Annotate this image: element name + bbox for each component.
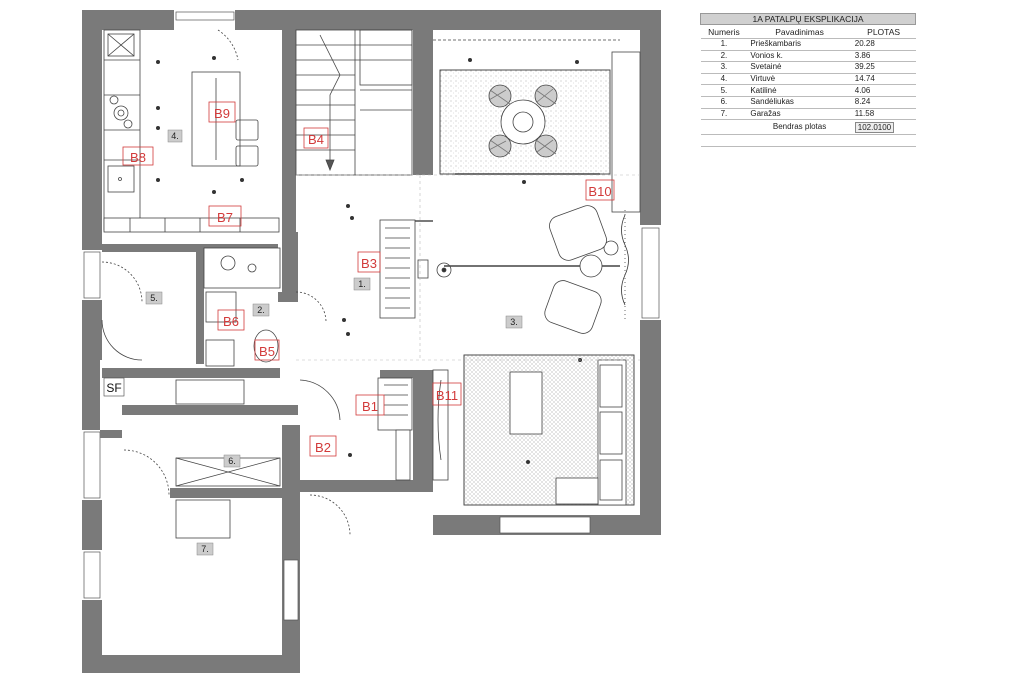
exterior-walls <box>82 10 661 673</box>
row-area: 20.28 <box>851 38 916 51</box>
marker-b2: B2 <box>315 440 331 455</box>
row-name: Prieškambaris <box>747 38 852 51</box>
table-row: 1. Prieškambaris 20.28 <box>700 38 916 51</box>
row-number: 3. <box>700 61 748 74</box>
row-area: 11.58 <box>851 108 916 121</box>
bedroom-area <box>432 354 635 506</box>
row-area: 39.25 <box>851 61 916 74</box>
marker-b8: B8 <box>130 150 146 165</box>
marker-b6: B6 <box>223 314 239 329</box>
room-explication-table: 1A PATALPŲ EKSPLIKACIJA Numeris Pavadini… <box>700 13 916 147</box>
light-fixtures <box>156 56 582 464</box>
table-row: 5. Katilinė 4.06 <box>700 84 916 97</box>
row-number: 7. <box>700 108 748 121</box>
room-number-4: 4. <box>171 131 179 141</box>
service-rooms <box>101 261 413 539</box>
marker-b5: B5 <box>259 344 275 359</box>
windows <box>83 11 660 621</box>
marker-b11: B11 <box>436 388 458 403</box>
kitchen <box>103 29 280 233</box>
table-total-row: Bendras plotas 102.0100 <box>700 119 916 136</box>
row-number: 5. <box>700 84 748 97</box>
header-area: PLOTAS <box>851 24 916 39</box>
marker-b3: B3 <box>361 256 377 271</box>
table-title: 1A PATALPŲ EKSPLIKACIJA <box>700 13 916 25</box>
interior-walls <box>100 10 433 498</box>
row-name: Virtuvė <box>747 73 852 86</box>
row-name: Svetainė <box>747 61 852 74</box>
table-row: 3. Svetainė 39.25 <box>700 61 916 74</box>
table-row: 2. Vonios k. 3.86 <box>700 50 916 63</box>
header-number: Numeris <box>700 24 748 39</box>
living-area <box>379 205 629 334</box>
row-name: Vonios k. <box>747 50 852 63</box>
row-number: 2. <box>700 50 748 63</box>
room-number-7: 7. <box>201 544 209 554</box>
row-area: 3.86 <box>851 50 916 63</box>
row-number: 4. <box>700 73 748 86</box>
marker-b7: B7 <box>217 210 233 225</box>
room-number-1: 1. <box>358 279 366 289</box>
row-number: 1. <box>700 38 748 51</box>
table-row: 7. Garažas 11.58 <box>700 108 916 121</box>
row-name: Katilinė <box>747 84 852 97</box>
staircase <box>295 29 413 176</box>
marker-b1: B1 <box>362 399 378 414</box>
sf-label: SF <box>106 381 121 395</box>
floor-plan: B9 B8 B7 B4 B3 B6 B5 B1 B2 B10 B11 4. 1.… <box>82 10 661 673</box>
marker-boxes <box>122 101 615 457</box>
table-row: 6. Sandėliukas 8.24 <box>700 96 916 109</box>
room-number-6: 6. <box>228 456 236 466</box>
room-number-5: 5. <box>150 293 158 303</box>
table-row: 4. Virtuvė 14.74 <box>700 73 916 86</box>
dining-area <box>433 39 641 213</box>
room-number-3: 3. <box>510 317 518 327</box>
row-name: Garažas <box>747 108 852 121</box>
marker-b10: B10 <box>588 184 611 199</box>
marker-b4: B4 <box>308 132 324 147</box>
row-number: 6. <box>700 96 748 109</box>
total-value: 102.0100 <box>854 121 895 133</box>
header-name: Pavadinimas <box>747 24 852 39</box>
row-area: 14.74 <box>851 73 916 86</box>
row-area: 4.06 <box>851 84 916 97</box>
room-number-2: 2. <box>257 305 265 315</box>
bathroom <box>203 247 327 367</box>
row-area: 8.24 <box>851 96 916 109</box>
marker-b9: B9 <box>214 106 230 121</box>
total-label: Bendras plotas <box>747 119 852 136</box>
row-name: Sandėliukas <box>747 96 852 109</box>
